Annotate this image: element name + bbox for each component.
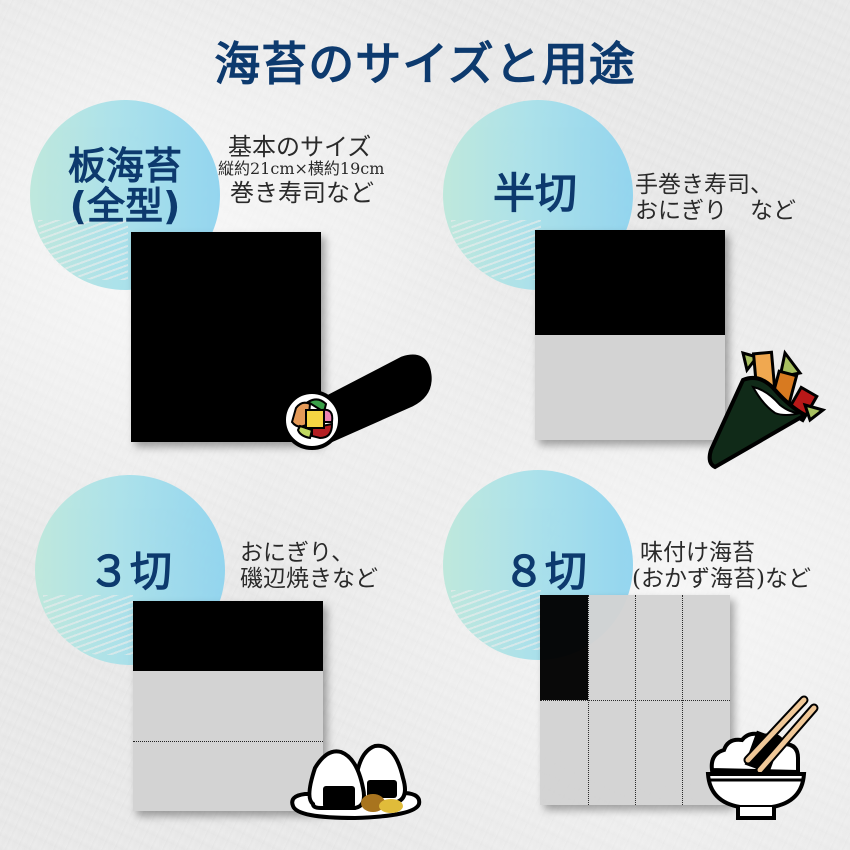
nori-portion [540, 595, 588, 700]
usage-description: 基本のサイズ 縦約21cm×横約19cm 巻き寿司など [218, 133, 385, 207]
hand-roll-icon [707, 349, 827, 470]
nori-sheet-third [133, 601, 323, 811]
rice-bowl-icon [705, 695, 819, 820]
nori-portion [535, 230, 725, 335]
size-label: 板海苔 (全型) [67, 144, 182, 228]
cut-line [540, 700, 730, 701]
usage-description: 味付け海苔 (おかず海苔)など [632, 540, 811, 593]
nori-sheet-eighth [540, 595, 730, 805]
usage-description: おにぎり、 磯辺焼きなど [240, 540, 378, 593]
usage-description: 手巻き寿司、 おにぎり など [635, 172, 796, 225]
nori-sheet-half [535, 230, 725, 440]
sushi-roll-icon [282, 354, 432, 450]
size-label: ３切 [87, 547, 172, 596]
cut-line [133, 741, 323, 742]
size-label: ８切 [502, 547, 587, 596]
brush-circle [30, 100, 220, 290]
page-title: 海苔のサイズと用途 [214, 37, 636, 91]
brush-circle [443, 470, 633, 660]
onigiri-icon [290, 743, 422, 821]
size-label: 半切 [492, 169, 577, 218]
nori-portion [133, 601, 323, 671]
